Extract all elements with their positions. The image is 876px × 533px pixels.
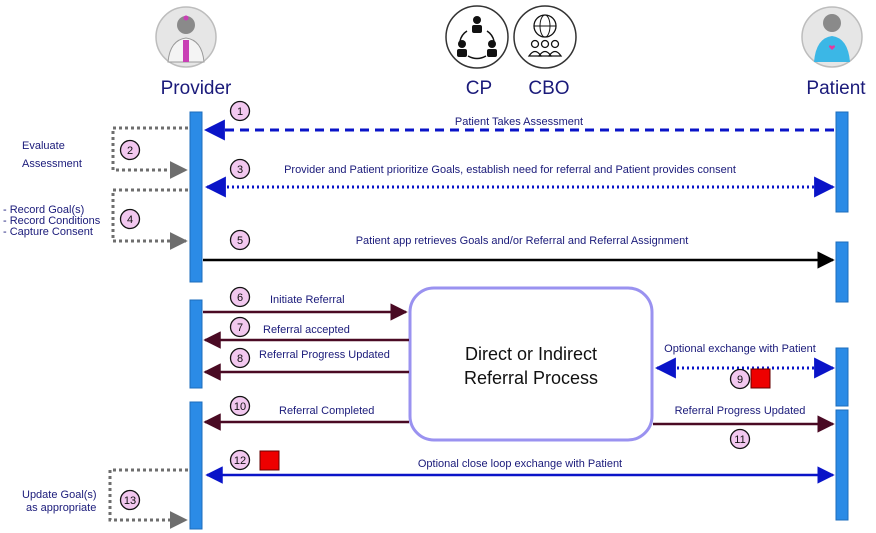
side-note-evaluate-2: Assessment xyxy=(22,158,82,170)
self-loop-13 xyxy=(108,468,188,529)
patient-activation-3 xyxy=(835,347,849,407)
side-note-evaluate-1: Evaluate xyxy=(22,140,65,152)
step-badge-6: 6 xyxy=(229,286,251,308)
patient-activation-4 xyxy=(835,409,849,521)
step-badge-4: 4 xyxy=(119,208,141,230)
cp-label: CP xyxy=(466,78,492,99)
side-note-update-2: as appropriate xyxy=(26,502,96,514)
step-badge-11: 11 xyxy=(729,428,751,450)
message-label-10: Referral Completed xyxy=(279,405,374,417)
referral-process-box xyxy=(408,286,654,442)
provider-label: Provider xyxy=(161,78,232,99)
process-title-line2: Referral Process xyxy=(464,368,598,388)
side-note-record-2: - Record Conditions xyxy=(3,215,101,227)
svg-text:12: 12 xyxy=(234,455,246,467)
self-loop-2 xyxy=(111,126,188,179)
side-note-update-1: Update Goal(s) xyxy=(22,489,97,501)
svg-text:3: 3 xyxy=(237,164,243,176)
patient-label: Patient xyxy=(806,78,866,99)
svg-text:5: 5 xyxy=(237,235,243,247)
step-badge-9: 9 xyxy=(729,368,751,390)
step-badge-13: 13 xyxy=(119,489,141,511)
step-badge-12: 12 xyxy=(229,449,251,471)
message-label-7: Referral accepted xyxy=(263,324,350,336)
patient-avatar-icon xyxy=(801,6,863,68)
patient-activation-2 xyxy=(835,241,849,303)
step-badge-10: 10 xyxy=(229,395,251,417)
care-team-network-icon xyxy=(445,5,509,69)
message-label-1: Patient Takes Assessment xyxy=(455,116,583,128)
marker-12 xyxy=(259,450,280,471)
message-label-9: Optional exchange with Patient xyxy=(664,343,816,355)
self-loop-4 xyxy=(111,188,188,250)
cbo-label: CBO xyxy=(528,78,569,99)
marker-9 xyxy=(750,368,771,389)
provider-activation-2 xyxy=(189,299,203,389)
provider-avatar-icon xyxy=(155,6,217,68)
message-label-11: Referral Progress Updated xyxy=(675,405,806,417)
step-badge-1: 1 xyxy=(229,100,251,122)
patient-activation-1 xyxy=(835,111,849,213)
message-label-5: Patient app retrieves Goals and/or Refer… xyxy=(356,235,689,247)
provider-activation-3 xyxy=(189,401,203,530)
svg-text:8: 8 xyxy=(237,353,243,365)
side-note-record-3: - Capture Consent xyxy=(3,226,93,238)
process-title-line1: Direct or Indirect xyxy=(465,344,597,364)
step-badge-2: 2 xyxy=(119,139,141,161)
step-badge-3: 3 xyxy=(229,158,251,180)
svg-text:6: 6 xyxy=(237,292,243,304)
side-note-record-1: - Record Goal(s) xyxy=(3,204,84,216)
step-badge-5: 5 xyxy=(229,229,251,251)
svg-text:13: 13 xyxy=(124,495,136,507)
provider-activation-1 xyxy=(189,111,203,283)
step-badge-8: 8 xyxy=(229,347,251,369)
svg-text:1: 1 xyxy=(237,106,243,118)
step-badge-7: 7 xyxy=(229,316,251,338)
community-organization-globe-icon xyxy=(513,5,577,69)
message-label-8: Referral Progress Updated xyxy=(259,349,390,361)
message-label-3: Provider and Patient prioritize Goals, e… xyxy=(284,164,736,176)
svg-text:2: 2 xyxy=(127,145,133,157)
message-label-6: Initiate Referral xyxy=(270,294,345,306)
svg-text:11: 11 xyxy=(734,434,745,446)
svg-text:4: 4 xyxy=(127,214,133,226)
svg-text:7: 7 xyxy=(237,322,243,334)
message-label-12: Optional close loop exchange with Patien… xyxy=(418,458,622,470)
svg-text:9: 9 xyxy=(737,374,743,386)
svg-text:10: 10 xyxy=(234,401,246,413)
